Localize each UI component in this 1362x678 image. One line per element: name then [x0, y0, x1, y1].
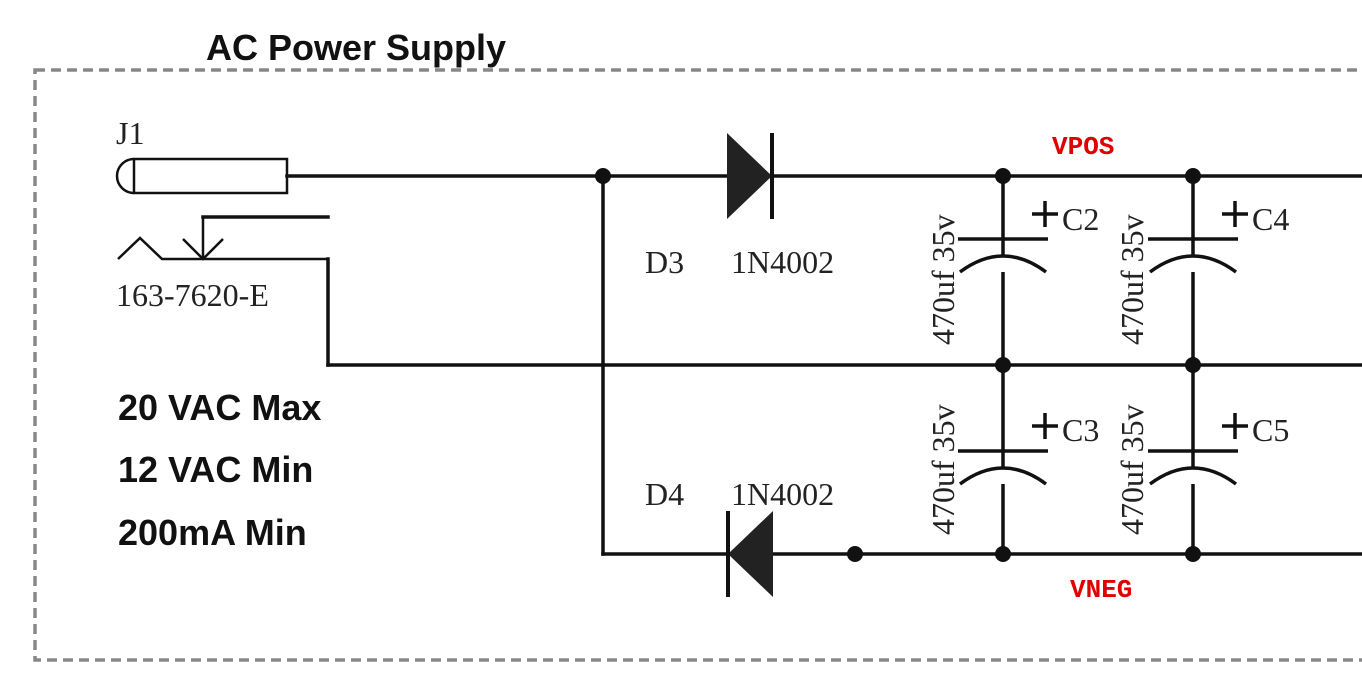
- diode-d3-value: 1N4002: [731, 244, 834, 280]
- diode-d3: [727, 133, 774, 219]
- diode-d4-ref: D4: [645, 476, 684, 512]
- capacitor-c5-value: 470uf 35v: [1114, 404, 1150, 535]
- diode-d4-value: 1N4002: [731, 476, 834, 512]
- wires: [326, 174, 1362, 556]
- spec-max-voltage: 20 VAC Max: [118, 387, 321, 428]
- capacitor-c2-value: 470uf 35v: [925, 214, 961, 345]
- diode-d4: [726, 511, 773, 597]
- capacitor-c2: [958, 174, 1058, 367]
- spec-min-voltage: 12 VAC Min: [118, 449, 313, 490]
- capacitor-c4-ref: C4: [1252, 201, 1289, 237]
- capacitor-c4-value: 470uf 35v: [1114, 214, 1150, 345]
- connector-ref: J1: [116, 115, 144, 151]
- connector-part-number: 163-7620-E: [116, 277, 269, 313]
- capacitor-c5-ref: C5: [1252, 412, 1289, 448]
- capacitor-c3-ref: C3: [1062, 412, 1099, 448]
- section-title: AC Power Supply: [206, 27, 506, 68]
- spec-min-current: 200mA Min: [118, 512, 307, 553]
- diode-d3-ref: D3: [645, 244, 684, 280]
- barrel-jack-connector: [115, 157, 605, 261]
- capacitor-c5: [1148, 363, 1248, 556]
- capacitor-c4: [1148, 174, 1248, 367]
- section-border: [33, 68, 1362, 662]
- capacitor-c2-ref: C2: [1062, 201, 1099, 237]
- capacitor-c3-value: 470uf 35v: [925, 404, 961, 535]
- net-label-vneg: VNEG: [1070, 575, 1132, 605]
- capacitor-c3: [958, 363, 1058, 556]
- net-label-vpos: VPOS: [1052, 132, 1114, 162]
